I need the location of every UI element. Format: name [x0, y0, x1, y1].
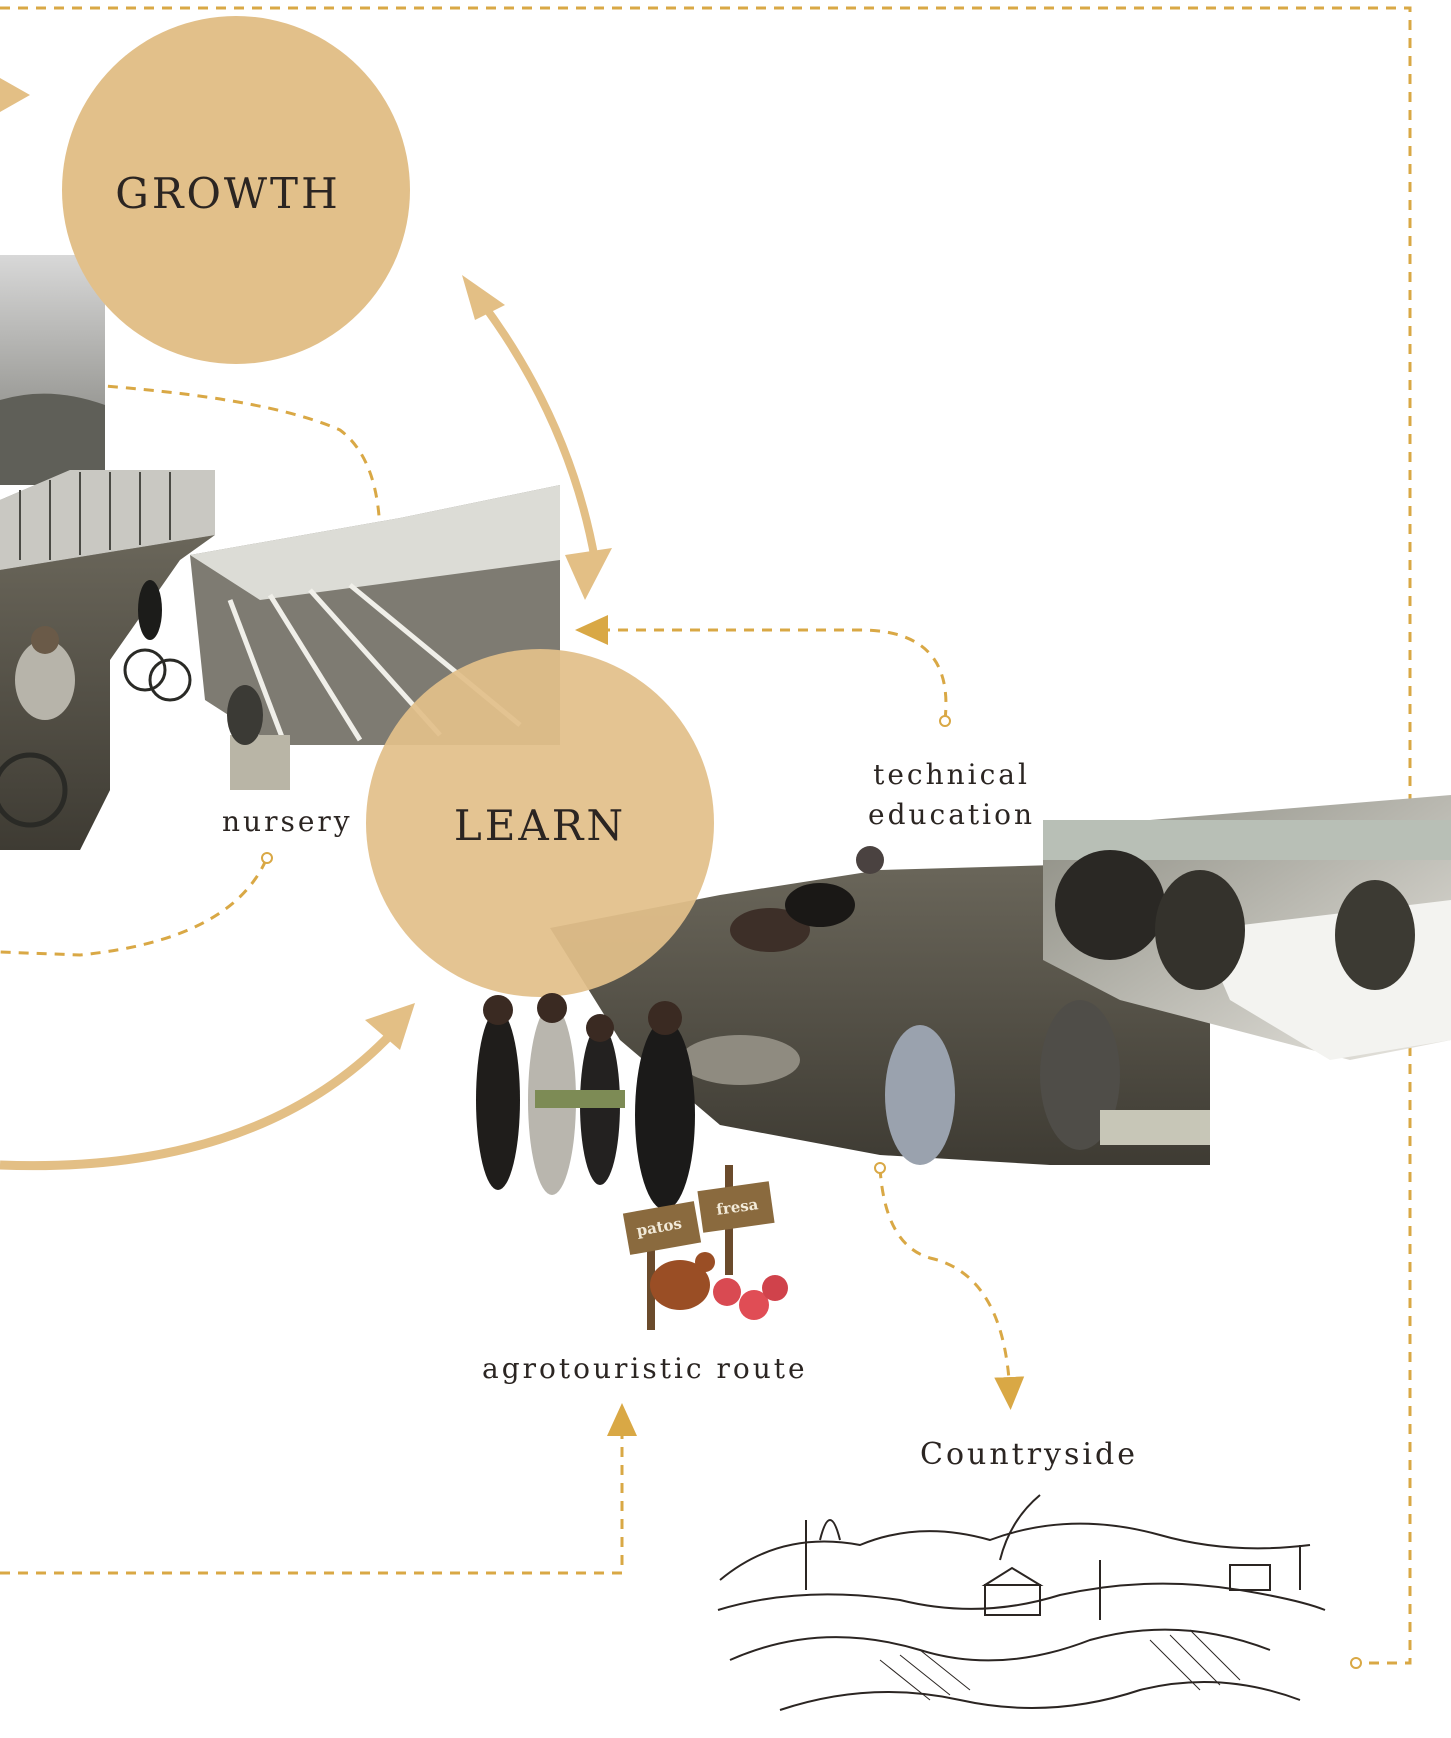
photo-dot: [874, 1162, 886, 1174]
technical-education-caption: technical education: [868, 755, 1035, 835]
hen-illustration: [650, 1260, 710, 1310]
greenhouse-photo: [0, 470, 215, 850]
curved-arrow-to-learn: [0, 1003, 415, 1171]
nursery-lower-line: [0, 859, 268, 957]
technical-education-line1: technical: [873, 758, 1030, 791]
bottom-left-frame-line: [0, 1403, 637, 1575]
landscape-photo-left: [0, 255, 105, 485]
photo-to-countryside-line: [878, 1167, 1025, 1410]
nursery-dot: [261, 852, 273, 864]
meeting-room-photo: [1043, 795, 1451, 1060]
top-left-arrow-head: [0, 78, 30, 112]
sign-fresa: fresa: [715, 1195, 759, 1219]
visitors-group-photo: [476, 993, 695, 1210]
nursery-loop-line: [0, 378, 382, 541]
countryside-caption: Countryside: [920, 1437, 1138, 1472]
learn-label: LEARN: [454, 801, 626, 850]
technical-education-line2: education: [868, 798, 1035, 831]
agrotouristic-route-caption: agrotouristic route: [482, 1352, 808, 1385]
growth-circle: [62, 16, 410, 364]
countryside-sketch: [717, 1494, 1326, 1711]
strawberries-illustration: [713, 1275, 788, 1320]
growth-label: GROWTH: [115, 169, 340, 218]
agrotourism-signs: patos fresa: [622, 1165, 788, 1330]
technical-dot: [939, 715, 951, 727]
frame-end-dot: [1350, 1657, 1362, 1669]
nursery-caption: nursery: [222, 805, 353, 838]
learn-circle: [366, 649, 714, 997]
technical-to-learn-line: [575, 615, 948, 721]
growth-learn-double-arrow: [462, 275, 612, 600]
